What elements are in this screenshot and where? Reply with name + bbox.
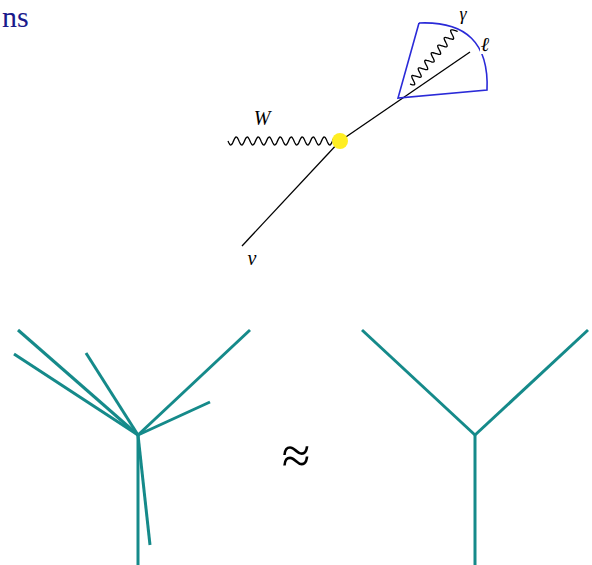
y-branch-line — [475, 330, 588, 435]
jet-fan-line — [138, 435, 150, 545]
particle-label: ν — [247, 248, 258, 268]
lepton-line — [340, 52, 470, 141]
approx-symbol: ≈ — [281, 430, 312, 482]
jet-fan-line — [138, 402, 210, 435]
jet-fan-line — [138, 330, 250, 435]
y-branch-line — [474, 435, 477, 565]
y-branch-line — [362, 330, 475, 435]
particle-label: W — [253, 108, 272, 128]
jet-fan-line — [14, 354, 138, 435]
jet-fan-line — [86, 353, 138, 435]
vertex-dot — [332, 133, 348, 149]
jet-fan-line — [18, 330, 138, 435]
w-boson-line — [228, 137, 334, 145]
particle-label: ℓ — [480, 34, 490, 54]
neutrino-line — [242, 141, 340, 246]
photon-line — [410, 30, 458, 85]
isolation-cone — [398, 23, 487, 98]
particle-label: γ — [458, 5, 467, 23]
slide-title: ns — [2, 2, 29, 32]
